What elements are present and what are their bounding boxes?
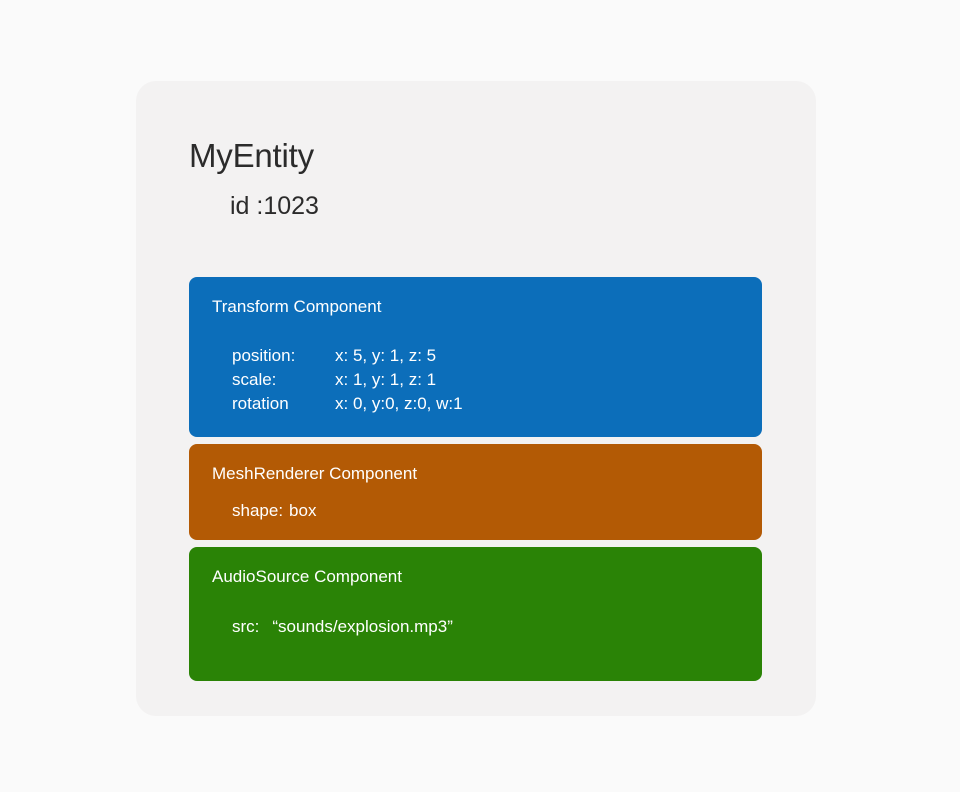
component-fields-meshrenderer: shape: box [232, 499, 752, 523]
field-row-scale: scale: x: 1, y: 1, z: 1 [232, 368, 752, 392]
field-label-position: position: [232, 346, 296, 365]
field-value-position: x: 5, y: 1, z: 5 [335, 346, 437, 365]
component-block-audiosource[interactable]: AudioSource Component src: “sounds/explo… [189, 547, 762, 681]
field-label-src: src: [232, 617, 260, 636]
component-block-transform[interactable]: Transform Component position: x: 5, y: 1… [189, 277, 762, 437]
field-value-shape: box [289, 501, 317, 520]
component-list: Transform Component position: x: 5, y: 1… [189, 277, 762, 681]
component-title-transform: Transform Component [212, 297, 382, 316]
field-value-src: “sounds/explosion.mp3” [272, 617, 453, 636]
component-fields-audiosource: src: “sounds/explosion.mp3” [232, 615, 752, 639]
field-row-shape: shape: box [232, 499, 752, 523]
field-label-shape: shape: [232, 501, 284, 520]
field-label-rotation: rotation [232, 394, 289, 413]
field-row-position: position: x: 5, y: 1, z: 5 [232, 344, 752, 368]
field-label-scale: scale: [232, 370, 277, 389]
field-row-rotation: rotation x: 0, y:0, z:0, w:1 [232, 392, 752, 416]
component-block-meshrenderer[interactable]: MeshRenderer Component shape: box [189, 444, 762, 540]
field-row-src: src: “sounds/explosion.mp3” [232, 615, 752, 639]
component-fields-transform: position: x: 5, y: 1, z: 5 scale: x: 1, … [232, 344, 752, 416]
entity-name-title: MyEntity [189, 137, 314, 174]
component-title-meshrenderer: MeshRenderer Component [212, 464, 418, 483]
entity-id-label: id :1023 [230, 192, 319, 220]
field-value-scale: x: 1, y: 1, z: 1 [335, 370, 437, 389]
entity-card: MyEntity id :1023 Transform Component po… [136, 81, 816, 716]
field-value-rotation: x: 0, y:0, z:0, w:1 [335, 394, 463, 413]
component-title-audiosource: AudioSource Component [212, 567, 402, 586]
